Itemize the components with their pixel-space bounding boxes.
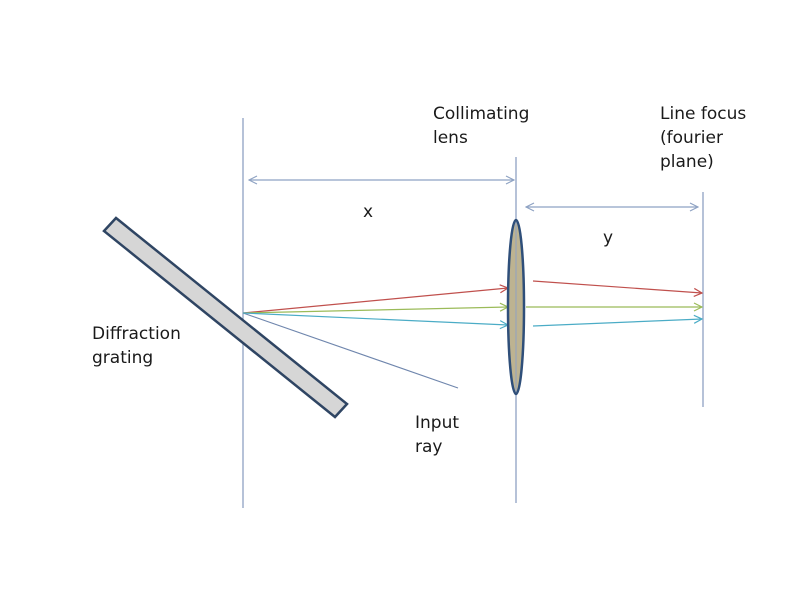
input-ray-label: Input ray xyxy=(415,413,460,457)
ray-red-focused xyxy=(532,280,702,293)
collimating-lens-label: Collimating lens xyxy=(433,104,530,148)
input-ray xyxy=(242,312,459,389)
diffraction-grating-label: Diffraction grating xyxy=(92,324,181,368)
distance-y-label: y xyxy=(603,228,614,248)
ray-cyan-incident xyxy=(242,312,508,325)
ray-green-incident xyxy=(242,307,508,314)
ray-cyan-focused xyxy=(532,319,702,327)
distance-x-label: x xyxy=(363,202,374,222)
diffraction-grating xyxy=(102,216,349,419)
line-focus-label: Line focus (fourier plane) xyxy=(660,104,747,172)
ray-red-incident xyxy=(242,288,508,314)
